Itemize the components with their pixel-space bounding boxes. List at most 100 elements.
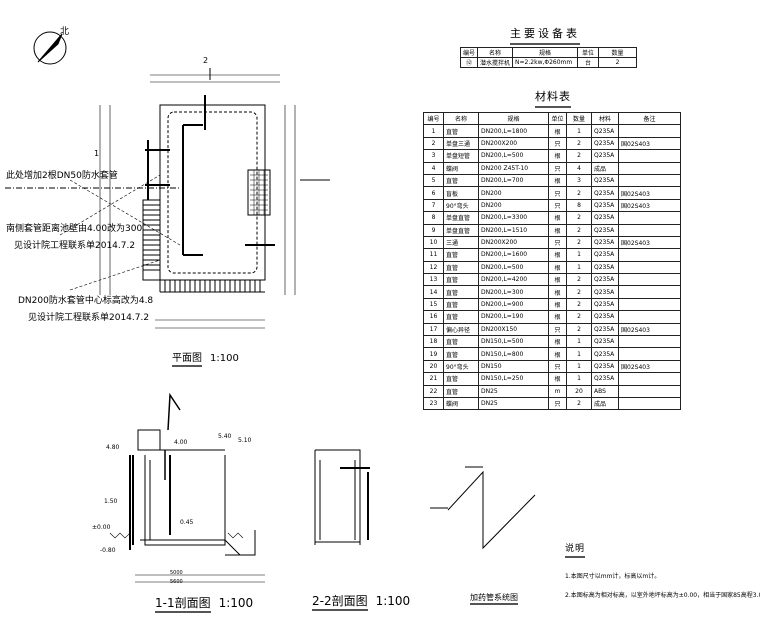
cell: 2 <box>566 211 592 225</box>
cell: Q235A <box>591 310 619 324</box>
elevation-label: 5.40 <box>218 433 232 440</box>
cell: N=2.2kw,Φ260mm <box>512 57 579 68</box>
cell: 根 <box>548 248 567 262</box>
cell: 成品 <box>591 161 619 175</box>
cell: 18 <box>423 335 444 349</box>
cell: 直管 <box>443 335 479 349</box>
dosing-pipe-diagram <box>430 466 536 550</box>
cell: Q235A <box>591 223 619 237</box>
cell: 国02S403 <box>618 198 681 213</box>
cell: 21 <box>423 372 444 386</box>
cell: Q235A <box>591 285 619 299</box>
cell: 2 <box>566 186 592 200</box>
dimension-label: 5000 <box>170 570 183 576</box>
note-item: 2.本图标高为相对标高，以室外地坪标高为±0.00，相当于国家85高程3.00m… <box>565 592 760 599</box>
cell: 90°弯头 <box>443 198 479 213</box>
cell: 国02S403 <box>618 136 681 151</box>
cell: DN200,L=3300 <box>478 211 549 225</box>
cell: 直管 <box>443 173 479 188</box>
header-cell: 数量 <box>566 111 592 126</box>
cell: Q235A <box>591 273 619 287</box>
cell: 17 <box>423 322 444 337</box>
cell: 20 <box>566 384 592 399</box>
cell: 11 <box>423 248 444 262</box>
cell: 2 <box>566 310 592 324</box>
cell: Q235A <box>591 136 619 151</box>
cell: 单盘直管 <box>443 211 479 225</box>
header-cell: 单位 <box>577 47 600 58</box>
cell <box>618 372 681 386</box>
header-cell: 规格 <box>478 111 549 126</box>
cell: 13 <box>423 273 444 287</box>
cell: 2 <box>566 136 592 151</box>
note-item: 1.本图尺寸以mm计，标高以m计。 <box>565 573 661 580</box>
cell: 2 <box>566 285 592 299</box>
cell: 直管 <box>443 310 479 324</box>
cell: 盲板 <box>443 186 479 200</box>
annotation-ref-2: 见设计院工程联系单2014.7.2 <box>28 313 150 323</box>
plan-view <box>5 68 330 329</box>
cell: Q235A <box>591 248 619 262</box>
cell: 只 <box>548 161 567 175</box>
cell: Q235A <box>591 186 619 200</box>
cell: 单盘短管 <box>443 149 479 163</box>
cell: m <box>548 384 567 399</box>
cell: 7 <box>423 198 444 213</box>
cell: 19 <box>423 347 444 361</box>
cell: 根 <box>548 273 567 287</box>
cell: 8 <box>566 198 592 213</box>
cell: DN150,L=250 <box>478 372 549 386</box>
cell: 22 <box>423 384 444 399</box>
cell <box>618 173 681 188</box>
elevation-label: 5.10 <box>238 437 252 444</box>
cell: 2 <box>423 136 444 151</box>
cell: 根 <box>548 223 567 237</box>
caption-plan-scale: 1:100 <box>210 353 239 364</box>
cell: DN200,L=1800 <box>478 124 549 138</box>
elevation-label: 4.00 <box>174 439 188 446</box>
cell: 90°弯头 <box>443 359 479 374</box>
cell: 16 <box>423 310 444 324</box>
cell: Q235A <box>591 347 619 361</box>
section-mark-2: 2 <box>203 56 209 65</box>
cell: DN200,L=1510 <box>478 223 549 237</box>
cell: 根 <box>548 335 567 349</box>
cell: 蝶阀 <box>443 396 479 411</box>
cell: 1 <box>566 372 592 386</box>
cell: 国02S403 <box>618 322 681 337</box>
cell: 1 <box>423 124 444 138</box>
cell: 4 <box>566 161 592 175</box>
header-cell: 单位 <box>548 111 567 126</box>
cell <box>618 211 681 225</box>
annotation-add-sleeves: 此处增加2根DN50防水套管 <box>6 171 118 181</box>
cell: 偏心异径 <box>443 322 479 337</box>
caption-section-2-scale: 1:100 <box>375 594 411 608</box>
cell: 直管 <box>443 260 479 275</box>
table-header-row: 编号 名称 规格 单位 数量 <box>459 47 637 58</box>
cell <box>618 223 681 237</box>
cell: DN200,L=900 <box>478 297 549 312</box>
cell: 23 <box>423 396 444 411</box>
cell: Q235A <box>591 124 619 138</box>
cell: DN200,L=4200 <box>478 273 549 287</box>
cell: 潜水搅拌机 <box>477 57 514 68</box>
cell: 根 <box>548 297 567 312</box>
cell: DN25 <box>478 396 549 411</box>
cell: DN200,L=700 <box>478 173 549 188</box>
material-table-title: 材料表 <box>535 88 571 108</box>
